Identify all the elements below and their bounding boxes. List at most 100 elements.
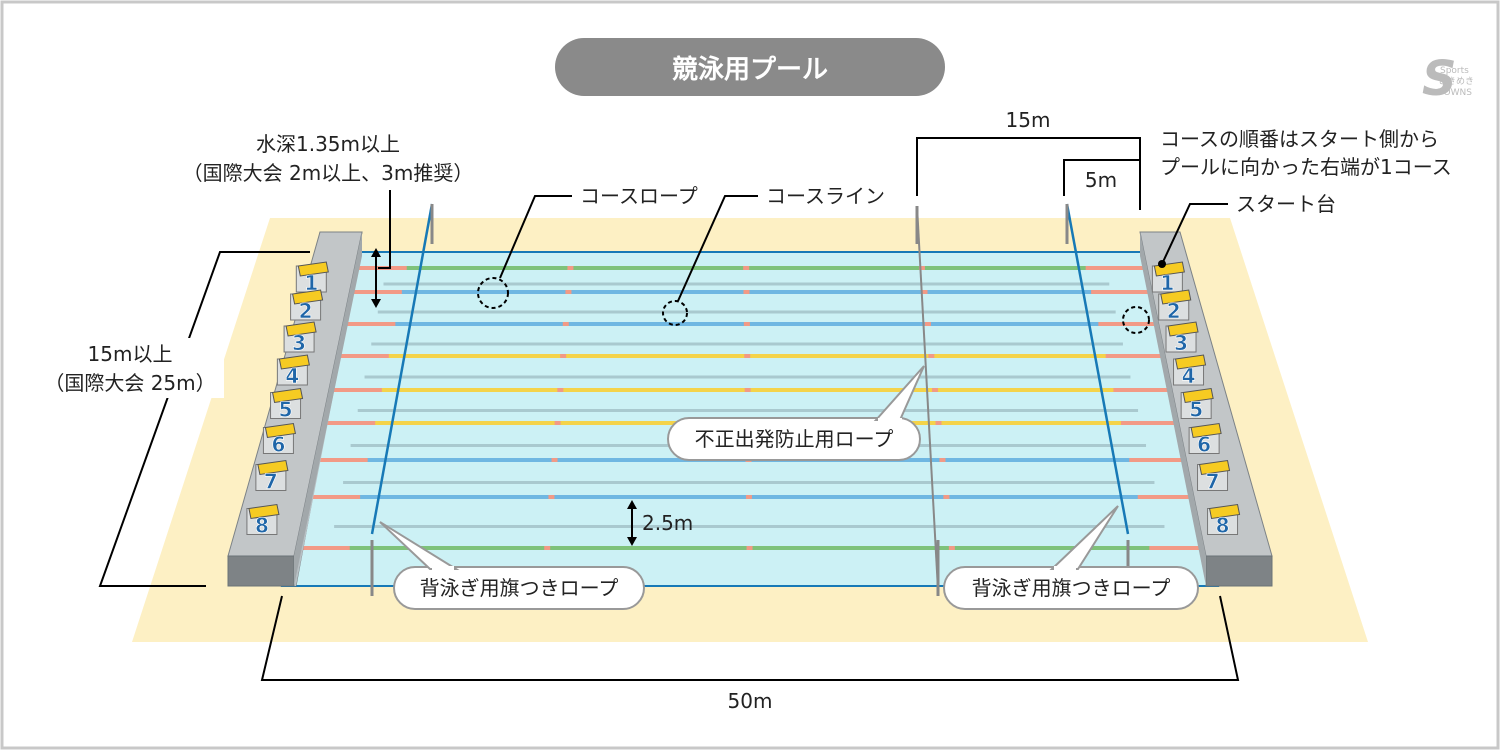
rope-marker — [924, 322, 931, 326]
dimension-width — [98, 251, 310, 587]
depth-label-1: 水深1.35m以上 — [256, 132, 400, 156]
lane-number: 2 — [299, 299, 313, 323]
bottom-course-lines — [334, 282, 1165, 528]
rope-marker — [921, 290, 928, 294]
start-block-top — [1182, 387, 1214, 404]
course-rope-marker — [477, 277, 509, 309]
lane-width-arrow — [627, 500, 637, 546]
start-block-top — [1190, 422, 1222, 439]
lane-number: 2 — [1167, 299, 1181, 323]
rope-marker — [544, 546, 551, 550]
rope-marker — [943, 495, 950, 499]
lane-number: 8 — [1216, 514, 1230, 538]
backstroke-rope-left — [370, 203, 434, 596]
rope-marker — [557, 388, 564, 392]
course-rope-leader — [499, 195, 572, 279]
rope-marker — [743, 322, 750, 326]
lane-number: 1 — [304, 271, 318, 295]
dim-5m-label: 5m — [1085, 168, 1117, 192]
rope-marker — [948, 546, 955, 550]
lane-number: 1 — [1160, 271, 1174, 295]
length-label: 50m — [728, 689, 773, 713]
svg-text:Sports: Sports — [1440, 66, 1469, 76]
rope-marker — [939, 458, 946, 462]
course-order-label-1: コースの順番はスタート側から — [1160, 127, 1439, 151]
course-line-leader — [677, 195, 758, 302]
start-block-top — [297, 261, 329, 277]
start-block-top — [1174, 354, 1207, 370]
lane-number: 5 — [1189, 398, 1203, 422]
start-block-top — [278, 354, 310, 370]
svg-text:TOWNS: TOWNS — [1437, 88, 1472, 98]
start-block-right-8: 8 — [1207, 503, 1241, 538]
start-block-right-1: 1 — [1151, 261, 1185, 295]
start-block-right-5: 5 — [1180, 387, 1214, 422]
lane-number: 7 — [264, 470, 278, 494]
start-block-top — [257, 459, 289, 476]
rope-marker — [935, 421, 942, 425]
rope-marker — [562, 322, 569, 326]
rope-marker — [560, 354, 567, 358]
logo: S Sports ときめき TOWNS — [1422, 51, 1474, 107]
rope-marker — [745, 495, 752, 499]
start-block-top — [285, 321, 317, 337]
start-block-left-4: 4 — [276, 354, 310, 388]
start-block-left-8: 8 — [246, 503, 280, 538]
start-block-top — [1198, 459, 1231, 476]
start-block-top — [292, 289, 324, 305]
title: 競泳用プール — [672, 54, 828, 85]
start-block-left-5: 5 — [270, 387, 304, 422]
start-block-top — [264, 422, 297, 439]
start-block-top — [248, 503, 280, 520]
lane-number: 4 — [285, 364, 299, 388]
start-block-left-2: 2 — [290, 289, 324, 323]
depth-label-2: （国際大会 2m以上、3m推奨） — [183, 161, 474, 185]
start-block-left-1: 1 — [295, 261, 329, 295]
lane-number: 8 — [255, 514, 269, 538]
lane-number: 3 — [1174, 331, 1188, 355]
rope-marker — [548, 495, 555, 499]
rope-marker — [551, 458, 558, 462]
depth-arrow — [371, 190, 391, 308]
backstroke-label-left: 背泳ぎ用旗つきロープ — [420, 576, 619, 600]
start-block-left-6: 6 — [262, 422, 297, 457]
width-label-2: （国際大会 25m） — [44, 371, 215, 395]
rope-marker — [743, 266, 750, 270]
dimension-15m — [916, 137, 1141, 210]
rope-marker — [931, 388, 938, 392]
rope-marker — [567, 266, 574, 270]
start-block-right-4: 4 — [1173, 354, 1207, 388]
false-start-callout — [667, 365, 925, 461]
course-line-label: コースライン — [766, 184, 885, 208]
svg-text:ときめき: ときめき — [1438, 76, 1474, 87]
svg-text:S: S — [1422, 51, 1457, 107]
start-block-label: スタート台 — [1236, 192, 1336, 216]
rope-marker — [746, 546, 753, 550]
backstroke-callout-left — [379, 521, 645, 610]
start-block-top — [1160, 289, 1192, 305]
start-block-left-7: 7 — [255, 459, 289, 494]
rope-marker — [565, 290, 572, 294]
dimension-5m — [1063, 159, 1140, 196]
backstroke-label-right: 背泳ぎ用旗つきロープ — [972, 576, 1171, 600]
lane-width-label: 2.5m — [642, 511, 693, 535]
start-block-top — [1208, 503, 1241, 520]
rope-marker — [743, 290, 750, 294]
course-line-marker — [662, 300, 688, 326]
start-block-right-7: 7 — [1197, 459, 1231, 494]
start-block-top — [1167, 321, 1199, 337]
rope-marker — [918, 266, 925, 270]
width-label-1: 15m以上 — [88, 342, 173, 366]
dimension-50m — [260, 595, 1240, 681]
lane-number: 4 — [1182, 364, 1196, 388]
dim-15m-label: 15m — [1006, 108, 1051, 132]
start-block-top — [271, 387, 304, 404]
right-course-marker — [1122, 306, 1150, 334]
start-block-right-3: 3 — [1165, 321, 1199, 355]
lane-number: 5 — [279, 398, 293, 422]
backstroke-callout-right — [943, 505, 1199, 610]
rope-marker — [554, 421, 561, 425]
